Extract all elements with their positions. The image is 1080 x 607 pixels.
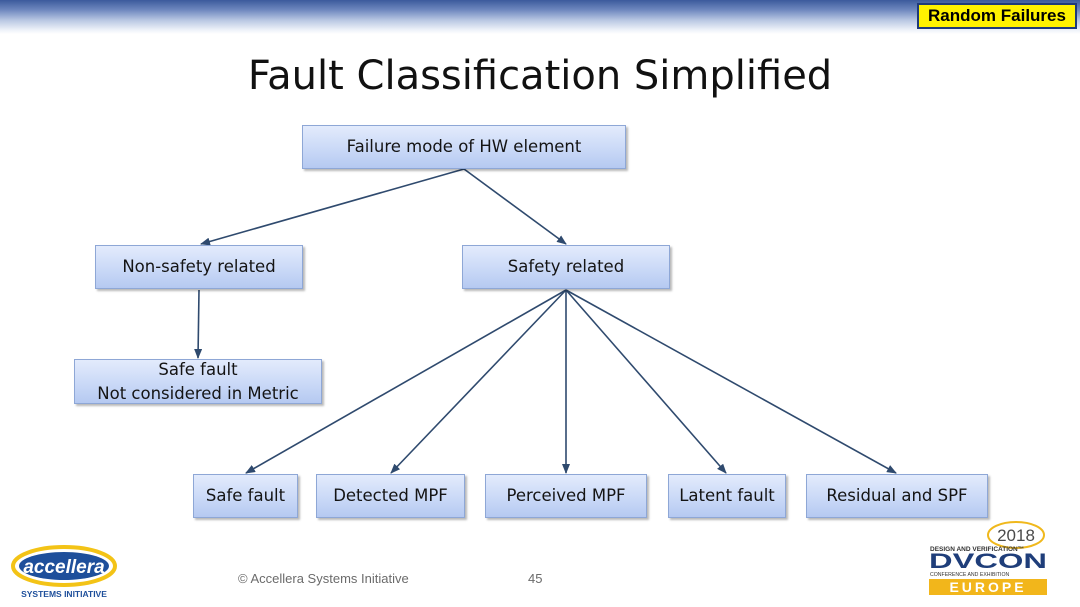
dvcon-region: EUROPE — [949, 579, 1026, 595]
arrow-safety-to-residual-spf — [565, 289, 897, 474]
node-leaf-residual-spf: Residual and SPF — [806, 474, 988, 518]
arrow-safety-to-safe-fault — [245, 289, 567, 474]
dvcon-logo: 2018 DESIGN AND VERIFICATION™ DVCON CONF… — [929, 521, 1047, 595]
section-tag: Random Failures — [917, 3, 1077, 29]
leaf-label: Safe fault — [205, 486, 286, 505]
arrow-non-safety-to-safe-fault-note — [194, 289, 203, 359]
page-number: 45 — [528, 571, 543, 586]
accellera-logo: accellera SYSTEMS INITIATIVE — [11, 545, 117, 599]
node-failure-mode: Failure mode of HW element — [302, 125, 626, 169]
node-leaf-detected-mpf: Detected MPF — [316, 474, 465, 518]
node-non-safety-label: Non-safety related — [122, 257, 276, 276]
node-safe-fault-note-line2: Not considered in Metric — [97, 383, 299, 403]
node-safety-related: Safety related — [462, 245, 670, 289]
node-leaf-safe-fault: Safe fault — [193, 474, 298, 518]
node-leaf-perceived-mpf: Perceived MPF — [485, 474, 647, 518]
leaf-label: Latent fault — [679, 486, 775, 505]
dvcon-subtitle: CONFERENCE AND EXHIBITION — [930, 572, 1010, 578]
copyright-text: © Accellera Systems Initiative — [238, 571, 409, 586]
arrow-root-to-non-safety — [200, 168, 465, 246]
dvcon-region-bar — [929, 579, 1047, 595]
node-leaf-latent-fault: Latent fault — [668, 474, 786, 518]
node-safe-fault-not-considered: Safe fault Not considered in Metric — [74, 359, 322, 404]
header-band — [0, 0, 1080, 34]
node-safety-label: Safety related — [507, 257, 625, 276]
node-safe-fault-note-line1: Safe fault — [158, 359, 238, 379]
arrow-safety-to-latent-fault — [565, 289, 727, 474]
accellera-subtitle: SYSTEMS INITIATIVE — [21, 589, 107, 599]
arrow-root-to-safety — [463, 168, 567, 245]
leaf-label: Perceived MPF — [506, 486, 626, 505]
node-failure-mode-label: Failure mode of HW element — [346, 137, 582, 156]
leaf-label: Detected MPF — [333, 486, 448, 505]
leaf-label: Residual and SPF — [826, 486, 968, 505]
accellera-wordmark: accellera — [23, 557, 105, 578]
dvcon-name: DVCON — [929, 550, 1047, 573]
slide-title: Fault Classification Simplified — [247, 53, 833, 99]
dvcon-tagline: DESIGN AND VERIFICATION™ — [930, 546, 1024, 553]
dvcon-year: 2018 — [997, 526, 1035, 545]
arrow-safety-to-detected-mpf — [390, 289, 567, 474]
node-non-safety-related: Non-safety related — [95, 245, 303, 289]
